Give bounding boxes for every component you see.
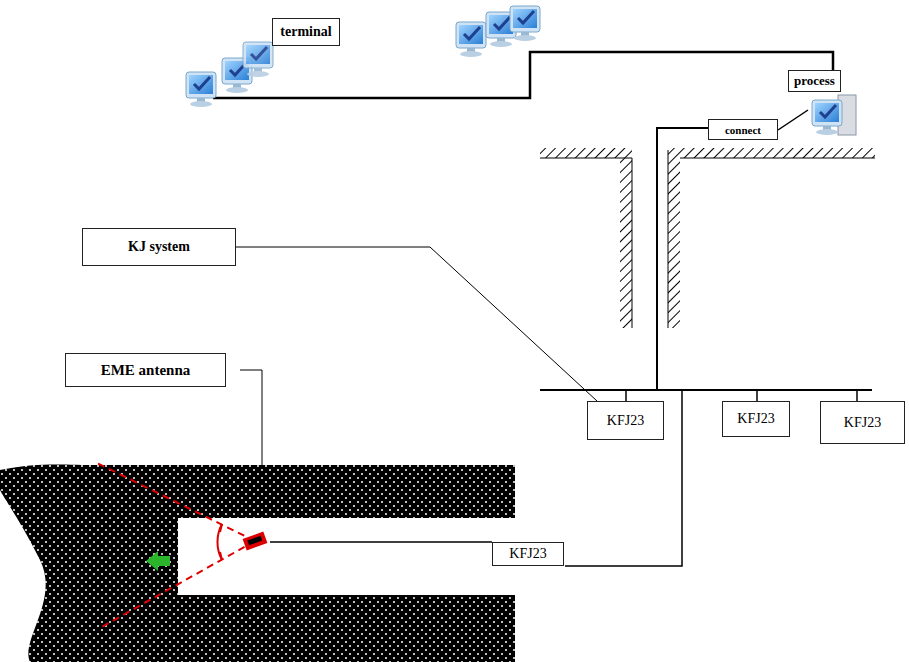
box-label: connect <box>725 124 761 136</box>
box-label: KFJ23 <box>844 415 881 431</box>
box-label: EME antenna <box>101 362 191 379</box>
system-box: KJ system <box>82 228 236 266</box>
box-label: KJ system <box>128 239 190 255</box>
sensor-box: KFJ23 <box>722 401 790 437</box>
connect-box: connect <box>708 119 778 140</box>
antenna-box: EME antenna <box>65 353 226 387</box>
leader-line <box>236 247 597 401</box>
box-label: KFJ23 <box>509 546 546 562</box>
sensor-box: KFJ23 <box>587 401 664 440</box>
terminal-box: terminal <box>272 18 340 46</box>
process-box: process <box>788 70 841 92</box>
sensor-box: KFJ23 <box>492 542 564 566</box>
sensor-box: KFJ23 <box>820 401 905 444</box>
box-label: process <box>794 73 835 89</box>
box-label: terminal <box>280 24 331 40</box>
box-label: KFJ23 <box>737 411 774 427</box>
box-label: KFJ23 <box>607 413 644 429</box>
